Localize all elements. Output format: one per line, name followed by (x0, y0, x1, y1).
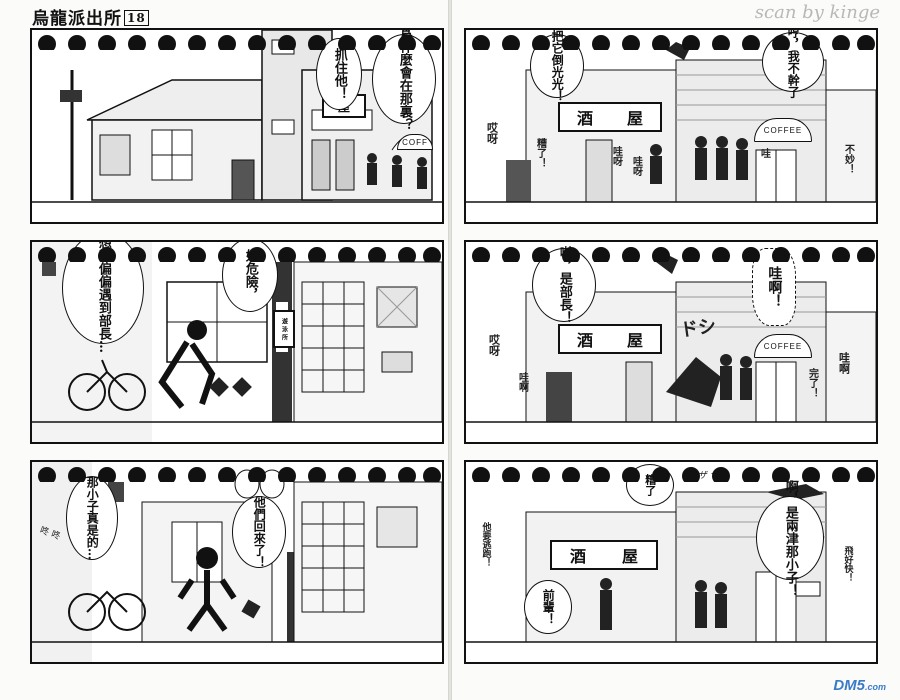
sound-effect: 飛好快！ (842, 546, 853, 582)
sign-char: 屋 (626, 109, 643, 128)
speech-text: 把它倒光光！ (550, 30, 565, 102)
right-page: scan by kinge 酒屋 COFFEE 把它倒光光！ 哼，我不幹了 哎呀… (452, 0, 900, 700)
sound-effect: 哎呀 (485, 122, 499, 144)
speech-bubble: 前輩！ (524, 580, 572, 634)
panel-left-3: 咚 咚 那小子真是的… 他們回來了！ (30, 460, 444, 664)
speech-text: 嚇，是部長！ (556, 246, 572, 324)
sound-effect: 完了！ (806, 368, 818, 398)
speech-bubble: 抓住他！ (316, 38, 362, 110)
sound-effect: 他要逃跑！ (480, 522, 491, 567)
speech-text: 沒想到偏偏遇到部長… (95, 240, 111, 353)
panel-right-1: 酒屋 COFFEE 把它倒光光！ 哼，我不幹了 哎呀 糟了！ 哇呀 哇呀 哇 不… (464, 28, 878, 224)
sign-char: 屋 (621, 547, 638, 566)
sound-effect: 哎呀 (487, 334, 501, 356)
speech-text: 前輩！ (541, 589, 556, 625)
crowd-silhouettes (472, 467, 875, 482)
speech-text: 啊，是兩津那小子！ (782, 479, 798, 597)
speech-text: 他們回來了！ (252, 496, 267, 568)
speech-text: 爲什麼會在那裏？ (396, 28, 412, 131)
sound-effect: 糟了！ (534, 138, 546, 168)
book-title: 烏龍派出所 (32, 9, 122, 29)
panel-left-2-art (32, 242, 442, 442)
sound-effect: 哇啊 (516, 372, 528, 392)
sound-effect: ザ ザ (698, 471, 719, 481)
sound-effect: 哇呀 (610, 146, 622, 166)
scan-credit: scan by kinge (754, 2, 880, 23)
speech-text: 那小子真是的… (85, 476, 100, 560)
speech-text: 抓住他！ (331, 48, 347, 100)
crowd-silhouettes (38, 35, 441, 50)
coffee-sign-text: COFFEE (763, 125, 803, 135)
door-sign: 遊 泳 所 (273, 310, 295, 348)
crowd-silhouettes (38, 247, 441, 262)
coffee-sign-text: COFFEE (763, 341, 803, 351)
sign-char: 酒 (569, 547, 586, 566)
liquor-store-sign: 酒屋 (558, 324, 662, 354)
speech-text: 哇啊！ (766, 266, 783, 308)
coffee-sign: COFFEE (754, 118, 812, 142)
sound-effect: 不妙！ (842, 144, 854, 174)
site-logo-main: DM5 (833, 677, 865, 694)
liquor-store-sign: 酒屋 (558, 102, 662, 132)
sound-effect: 哇啊 (837, 352, 851, 374)
page-gutter (448, 0, 452, 700)
panel-right-2-art (466, 242, 876, 442)
panel-right-2: 酒屋 COFFEE 嚇，是部長！ 哇啊！ 哎呀 哇啊 完了！ 哇啊 ドシ (464, 240, 878, 444)
crowd-silhouettes (472, 247, 875, 262)
panel-right-3: 酒屋 啊，是兩津那小子！ 糟了 前輩！ 他要逃跑！ 飛好快！ ザ ザ (464, 460, 878, 664)
site-logo-suffix: .com (864, 682, 886, 692)
door-sign-text: 遊 泳 所 (280, 317, 288, 341)
liquor-store-sign: 酒屋 (550, 540, 658, 570)
panel-left-1: 屋 COFF 爲什麼會在那裏？ 抓住他！ (30, 28, 444, 224)
speech-bubble: 那小子真是的… (66, 476, 118, 560)
speech-text: 哼，我不幹了 (786, 28, 801, 98)
sign-char: 酒 (576, 331, 593, 350)
sign-char: 屋 (626, 331, 643, 350)
sound-effect: 哇呀 (630, 156, 642, 176)
crowd-silhouettes (38, 467, 441, 482)
volume-number: 18 (124, 10, 149, 26)
sign-char: 酒 (576, 109, 593, 128)
speech-text: 好危險， (242, 249, 258, 301)
sound-effect: 哇 (758, 148, 770, 158)
cafe-sign-text: COFF (402, 137, 428, 147)
speech-bubble: 啊，是兩津那小子！ (756, 480, 824, 597)
sound-effect: ドシ (678, 315, 718, 342)
panel-left-2: 遊 泳 所 沒想到偏偏遇到部長… 好危險， (30, 240, 444, 444)
speech-bubble: 他們回來了！ (232, 496, 286, 568)
crowd-silhouettes (472, 35, 875, 50)
site-logo: DM5.com (833, 677, 886, 694)
coffee-sign: COFFEE (754, 334, 812, 358)
